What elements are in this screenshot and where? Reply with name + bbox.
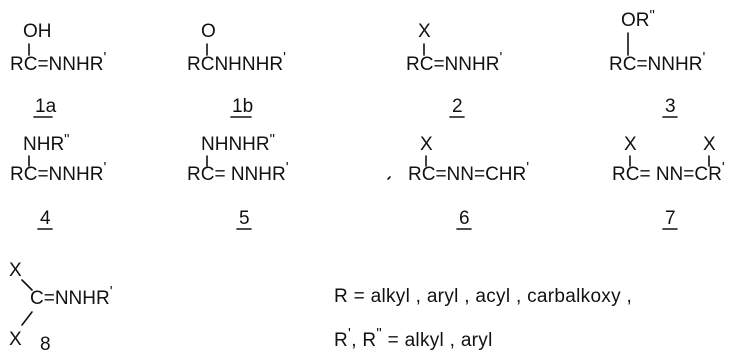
structure-1a-top: OH (23, 21, 52, 42)
structure-8-bond-bottom (21, 311, 33, 326)
structure-1b: O RCNHNHR' 1b (187, 21, 286, 118)
structure-5-formula-sup: ' (286, 159, 289, 176)
svg-text:RCNHNHR': RCNHNHR' (187, 49, 286, 75)
structure-7-top-right: X (703, 134, 716, 155)
structure-7: X X RC= NN=CR' 7 (612, 134, 725, 230)
structure-3-formula-sup: ' (702, 49, 705, 66)
structure-2-top: X (418, 21, 431, 42)
structure-1b-label: 1b (232, 96, 253, 117)
structure-2-label: 2 (452, 96, 463, 117)
structure-8: X C=NNHR' X 8 (9, 260, 113, 355)
svg-text:RC=NNHR': RC=NNHR' (10, 49, 106, 75)
svg-text:NHNHR": NHNHR" (201, 131, 275, 155)
structure-8-label: 8 (40, 334, 51, 355)
structure-8-bond-top (21, 279, 33, 291)
structure-2-formula: RC=NNHR (406, 54, 499, 75)
structure-5: NHNHR" RC= NNHR' 5 (187, 131, 289, 230)
structure-5-top: NHNHR (201, 134, 270, 155)
svg-text:RC=NNHR': RC=NNHR' (406, 49, 502, 75)
structure-6-top: X (420, 134, 433, 155)
legend-line-1: R = alkyl , aryl , acyl , carbalkoxy , (334, 286, 632, 307)
structure-1b-formula-sup: ' (283, 49, 286, 66)
structure-6-formula-sup: ' (526, 159, 529, 176)
stray-mark (387, 176, 391, 180)
structure-2: X RC=NNHR' 2 (406, 21, 502, 118)
svg-text:RC=NNHR': RC=NNHR' (10, 159, 106, 185)
svg-text:RC=NNHR': RC=NNHR' (609, 49, 705, 75)
svg-text:R', R" = alkyl , aryl: R', R" = alkyl , aryl (334, 325, 493, 351)
structure-8-formula: C=NNHR (30, 288, 110, 309)
structure-1b-top: O (201, 21, 216, 42)
structure-3-label: 3 (665, 96, 676, 117)
structure-5-formula: RC= NNHR (187, 164, 286, 185)
structure-4: NHR" RC=NNHR' 4 (10, 131, 106, 230)
svg-text:RC= NNHR': RC= NNHR' (187, 159, 289, 185)
substituent-legend: R = alkyl , aryl , acyl , carbalkoxy , R… (334, 286, 632, 351)
svg-text:NHR": NHR" (23, 131, 70, 155)
structure-4-formula: RC=NNHR (10, 164, 103, 185)
structure-3: OR" RC=NNHR' 3 (609, 7, 705, 118)
structure-6-label: 6 (459, 208, 470, 229)
legend-line-2-sup-1: ' (348, 325, 351, 342)
structure-1b-formula: RCNHNHR (187, 54, 283, 75)
structure-6: X RC=NN=CHR' 6 (408, 134, 529, 230)
structure-1a: OH RC=NNHR' 1a (10, 21, 106, 118)
structure-4-formula-sup: ' (103, 159, 106, 176)
legend-line-2-r: R (334, 330, 348, 351)
structure-1a-label: 1a (35, 96, 57, 117)
structure-7-label: 7 (665, 208, 676, 229)
structure-8-formula-sup: ' (110, 283, 113, 300)
structure-7-formula-sup: ' (722, 159, 725, 176)
svg-text:RC= NN=CR': RC= NN=CR' (612, 159, 725, 185)
structure-5-label: 5 (239, 208, 250, 229)
structure-1a-formula-sup: ' (103, 49, 106, 66)
svg-text:C=NNHR': C=NNHR' (30, 283, 113, 309)
structure-8-sub-bottom: X (9, 329, 22, 350)
structure-6-formula: RC=NN=CHR (408, 164, 526, 185)
structure-4-label: 4 (40, 208, 51, 229)
structure-2-formula-sup: ' (499, 49, 502, 66)
structure-7-formula: RC= NN=CR (612, 164, 722, 185)
legend-line-2-mid: , R (351, 330, 376, 351)
structure-3-top-sup: " (650, 7, 655, 24)
structure-1a-formula: RC=NNHR (10, 54, 103, 75)
structure-3-formula: RC=NNHR (609, 54, 702, 75)
structure-3-top: OR (621, 10, 650, 31)
legend-line-2-sup-2: " (376, 325, 382, 342)
structure-4-top-sup: " (64, 131, 69, 148)
structure-5-top-sup: " (270, 131, 275, 148)
svg-text:OR": OR" (621, 7, 655, 31)
structure-7-top-left: X (624, 134, 637, 155)
legend-line-2-post: = alkyl , aryl (382, 330, 493, 351)
structure-8-sub-top: X (9, 260, 22, 281)
structure-4-top: NHR (23, 134, 64, 155)
svg-text:RC=NN=CHR': RC=NN=CHR' (408, 159, 529, 185)
